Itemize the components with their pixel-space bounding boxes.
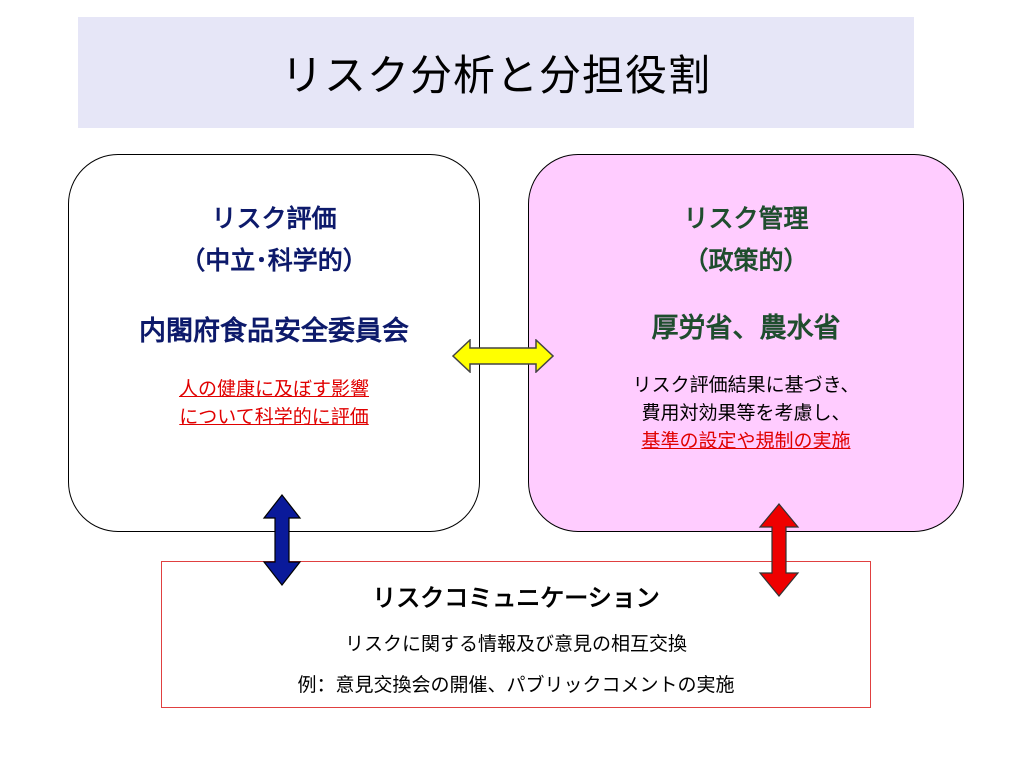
double-arrow-horizontal-shape (452, 339, 554, 373)
double-arrow-horizontal-icon (452, 339, 554, 373)
risk-communication-line-2: 例：意見交換会の開催、パブリックコメントの実施 (297, 674, 735, 696)
description-line-2: 費用対効果等を考慮し、 (641, 402, 851, 424)
page-title: リスク分析と分担役割 (280, 51, 711, 100)
risk-management-heading: リスク管理 (683, 204, 809, 233)
title-band: リスク分析と分担役割 (78, 17, 914, 128)
risk-communication-box: リスクコミュニケーション リスクに関する情報及び意見の相互交換 例：意見交換会の… (161, 561, 871, 708)
description-line-1: 人の健康に及ぼす影響 (178, 378, 369, 400)
risk-management-description: リスク評価結果に基づき、 費用対効果等を考慮し、 基準の設定や規制の実施 (529, 371, 963, 455)
risk-management-box: リスク管理 （政策的） 厚労省、農水省 リスク評価結果に基づき、 費用対効果等を… (528, 154, 964, 532)
risk-assessment-description: 人の健康に及ぼす影響 について科学的に評価 (69, 375, 479, 431)
ministries-label: 厚労省、農水省 (651, 313, 841, 344)
food-safety-commission-label: 内閣府食品安全委員会 (139, 316, 409, 347)
double-arrow-blue-icon (262, 494, 302, 586)
risk-assessment-subheading: （中立･科学的） (180, 246, 368, 275)
description-line-1: リスク評価結果に基づき、 (632, 374, 860, 396)
double-arrow-red-icon (758, 503, 800, 597)
double-arrow-red-shape (758, 503, 800, 597)
double-arrow-blue-shape (262, 494, 302, 586)
risk-management-subheading: （政策的） (683, 246, 809, 275)
risk-assessment-heading: リスク評価 (211, 204, 337, 233)
risk-communication-title: リスクコミュニケーション (372, 584, 660, 612)
risk-assessment-box: リスク評価 （中立･科学的） 内閣府食品安全委員会 人の健康に及ぼす影響 につい… (68, 154, 480, 532)
description-line-3: 基準の設定や規制の実施 (641, 430, 851, 452)
description-line-2: について科学的に評価 (179, 406, 369, 428)
risk-communication-line-1: リスクに関する情報及び意見の相互交換 (344, 633, 687, 655)
